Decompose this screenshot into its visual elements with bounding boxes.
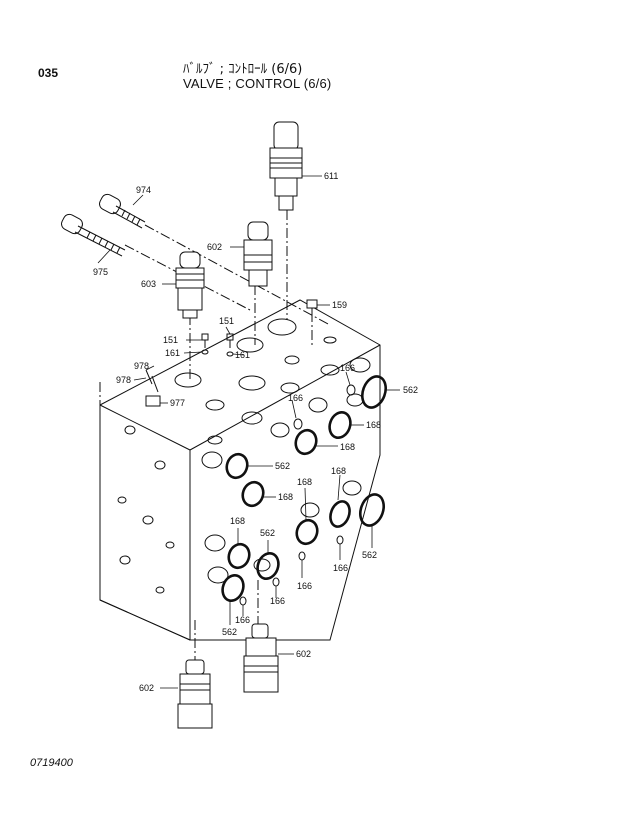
part-label-975: 975: [93, 267, 108, 277]
drawing-code: 0719400: [30, 757, 73, 769]
part-label-974: 974: [136, 185, 151, 195]
part-label-161b: 161: [235, 350, 250, 360]
valve-cartridge-602-bottom-left: [177, 659, 213, 729]
part-label-602b: 602: [296, 649, 311, 659]
part-label-562c: 562: [362, 550, 377, 560]
part-label-161a: 161: [165, 348, 180, 358]
part-label-168e: 168: [297, 477, 312, 487]
part-label-166c: 166: [333, 563, 348, 573]
title-japanese: ﾊﾞﾙﾌﾞ ; ｺﾝﾄﾛｰﾙ (6/6): [183, 62, 303, 77]
part-label-168f: 168: [230, 516, 245, 526]
part-label-562b: 562: [275, 461, 290, 471]
bolt-974: [99, 193, 146, 229]
part-label-611: 611: [324, 171, 338, 181]
part-label-168d: 168: [278, 492, 293, 502]
part-label-159: 159: [332, 300, 347, 310]
part-label-166f: 166: [235, 615, 250, 625]
title-english: VALVE ; CONTROL (6/6): [183, 76, 332, 91]
part-label-562e: 562: [222, 627, 237, 637]
part-label-562a: 562: [403, 385, 418, 395]
center-lines: [99, 210, 331, 660]
o-rings: [221, 375, 387, 602]
part-label-166a: 166: [340, 363, 355, 373]
part-label-166d: 166: [297, 581, 312, 591]
part-label-562d: 562: [260, 528, 275, 538]
part-label-168c: 168: [331, 466, 346, 476]
part-label-151b: 151: [219, 316, 234, 326]
plug-159: [306, 299, 318, 318]
part-label-168a: 168: [366, 420, 381, 430]
valve-cartridge-602-bottom-right: [243, 623, 279, 693]
part-label-151a: 151: [163, 335, 178, 345]
part-label-602a: 602: [207, 242, 222, 252]
leader-lines: [97, 175, 400, 689]
page-number: 035: [38, 66, 59, 80]
valve-cartridge-611: [269, 121, 303, 211]
part-label-166b: 166: [288, 393, 303, 403]
part-label-166e: 166: [270, 596, 285, 606]
valve-block: [99, 299, 381, 641]
part-label-977: 977: [170, 398, 185, 408]
part-label-602c: 602: [139, 683, 154, 693]
valve-cartridge-602-top: [243, 221, 273, 287]
part-label-168b: 168: [340, 442, 355, 452]
bolt-975: [61, 213, 126, 257]
valve-cartridge-603: [175, 251, 205, 319]
part-label-978a: 978: [134, 361, 149, 371]
part-label-603: 603: [141, 279, 156, 289]
part-label-978b: 978: [116, 375, 131, 385]
